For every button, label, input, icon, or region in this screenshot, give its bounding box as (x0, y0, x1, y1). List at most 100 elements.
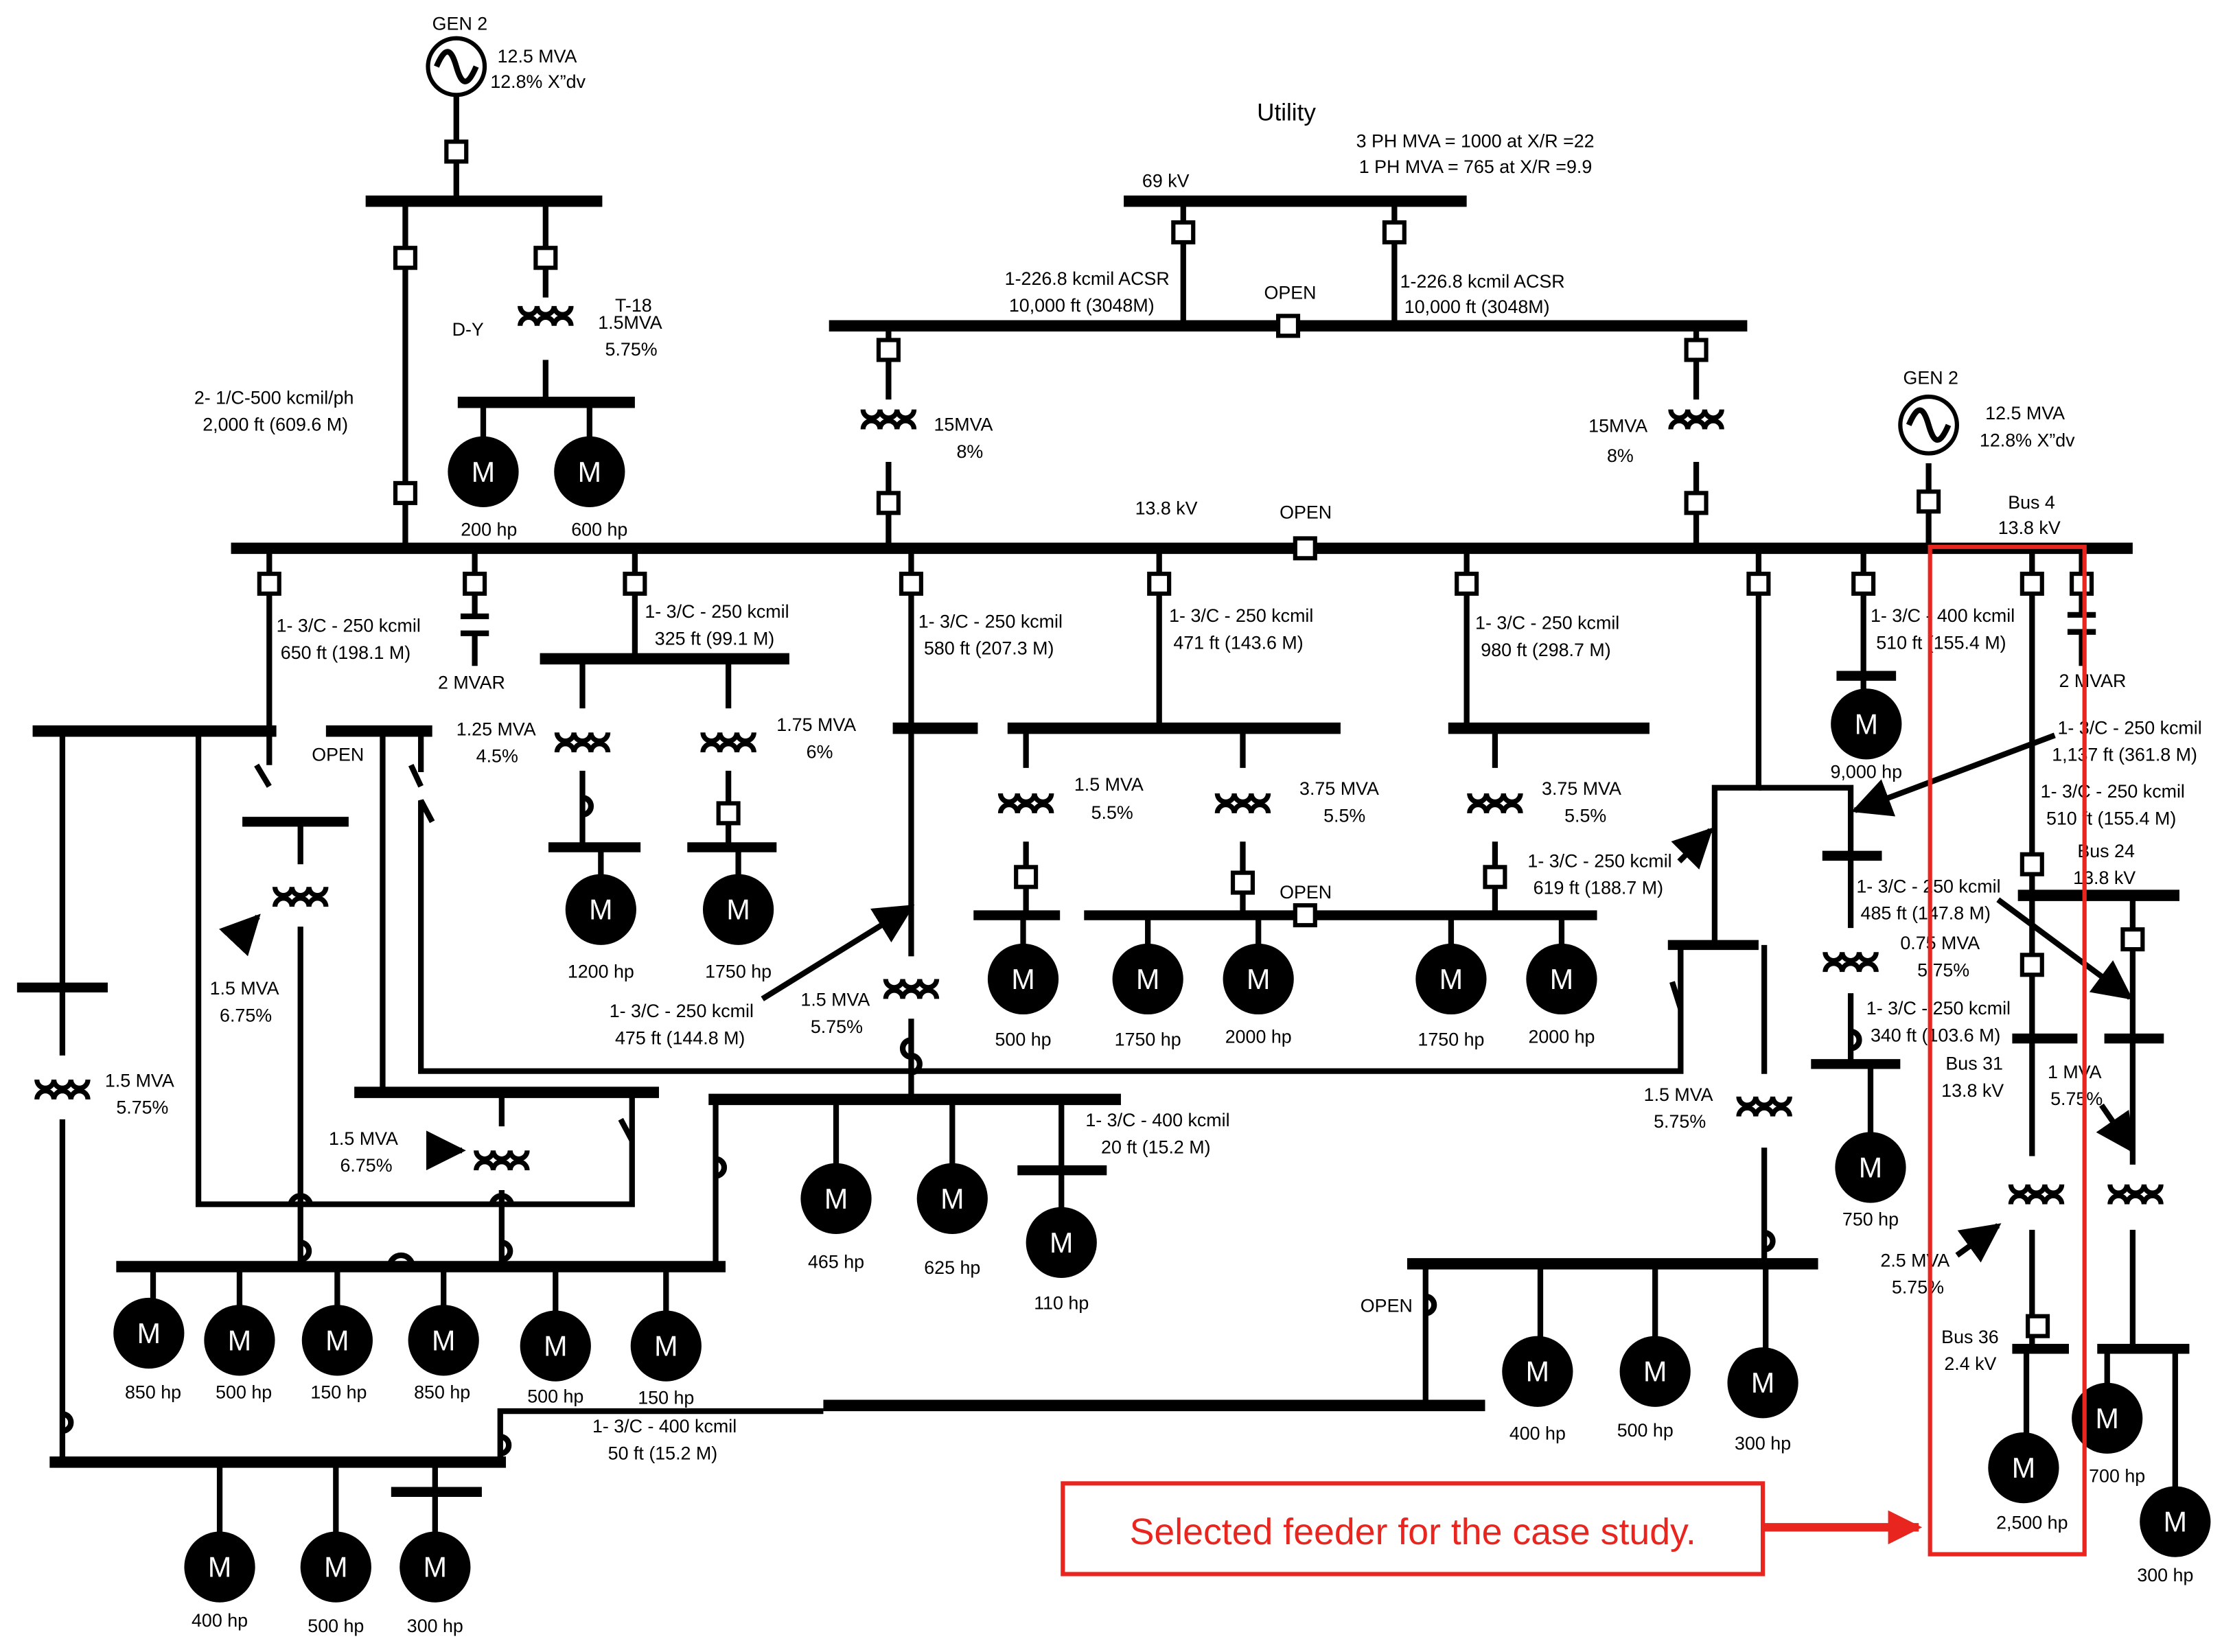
motor-symbol: M (824, 1183, 848, 1215)
transformer-icon (700, 732, 756, 753)
feeder-1-length: 650 ft (198.1 M) (281, 642, 410, 663)
breaker (533, 246, 558, 270)
motor-symbol: M (2012, 1452, 2035, 1484)
feeder-8-length: 510 ft (155.4 M) (2046, 808, 2176, 828)
motor-rating: 465 hp (808, 1252, 864, 1272)
breaker (716, 801, 741, 826)
bus24-name: Bus 24 (2077, 841, 2135, 861)
connecting-lines (59, 95, 2178, 1537)
xfmr-15e-impedance: 5.75% (116, 1097, 168, 1118)
motor-symbol: M (228, 1325, 251, 1356)
motor-symbol: M (325, 1325, 349, 1356)
motor-rating: 9,000 hp (1831, 761, 1902, 782)
transformer-icon (2008, 1184, 2065, 1205)
feeder-9-size: 1- 3/C - 250 kcmil (1527, 850, 1671, 871)
breaker (1147, 571, 1172, 596)
motor-symbol: M (1247, 964, 1270, 995)
xfmr-375b-rating: 3.75 MVA (1542, 778, 1621, 799)
labels: Utility 3 PH MVA = 1000 at X/R =22 1 PH … (105, 13, 2202, 1463)
callout-box (1061, 1481, 1766, 1577)
line-left-size: 1-226.8 kcmil ACSR (1005, 268, 1170, 289)
gen-cable-size: 2- 1/C-500 kcmil/ph (194, 387, 354, 408)
open-switches (254, 731, 1684, 1142)
switch (408, 763, 424, 788)
case-study-callout: Selected feeder for the case study. (1061, 544, 2087, 1577)
capacitor-right (2067, 612, 2096, 635)
motor-symbol: M (1011, 964, 1034, 995)
motor-symbol: M (472, 456, 495, 488)
motor-m2500: M2,500 hp (1988, 1432, 2068, 1533)
motor-m300c: M 300 hp (2137, 1486, 2211, 1585)
utility-sc-3ph: 3 PH MVA = 1000 at X/R =22 (1356, 131, 1595, 152)
motor-rating: 300 hp (2137, 1565, 2193, 1585)
motor-rating: 300 hp (407, 1616, 463, 1636)
motor-symbol: M (424, 1552, 447, 1583)
xfmr-125-rating: 1.25 MVA (456, 719, 536, 739)
motor-icon (1526, 943, 1597, 1015)
feeder-4-length: 471 ft (143.6 M) (1173, 632, 1303, 653)
motor-symbol: M (432, 1325, 455, 1356)
feeder-14-length: 50 ft (15.2 M) (608, 1443, 718, 1463)
motor-symbol: M (1439, 964, 1463, 995)
transformer-icon (1214, 793, 1271, 814)
open-label-right: OPEN (1361, 1296, 1413, 1316)
motor-rating: 150 hp (638, 1388, 694, 1408)
feeder-11-size: 1- 3/C - 250 kcmil (1866, 998, 2011, 1019)
switch (618, 1117, 635, 1142)
transformer-icon (883, 979, 940, 999)
breaker (1746, 571, 1771, 596)
switch (1669, 944, 1684, 1010)
motor-symbol: M (1643, 1356, 1667, 1388)
feeder-13-size: 1- 3/C - 400 kcmil (1085, 1110, 1229, 1130)
main-bus-voltage: 13.8 kV (1135, 498, 1198, 518)
motor-icon (1835, 1132, 1906, 1203)
motor-icon (408, 1305, 479, 1376)
transformer-icon (2107, 1184, 2164, 1205)
motor-symbol: M (578, 456, 601, 488)
breaker (2120, 927, 2145, 952)
breaker (1483, 865, 1507, 889)
transformers (34, 305, 2164, 1205)
open-label-lv: OPEN (1280, 882, 1332, 903)
motor-symbol: M (1859, 1152, 1882, 1183)
motor-symbol: M (2164, 1506, 2187, 1538)
transformer-icon (34, 1079, 91, 1100)
breaker (444, 139, 469, 164)
xfmr-15e-rating: 1.5 MVA (105, 1070, 174, 1091)
transformer-icon (474, 1150, 530, 1171)
feeder-10-length: 485 ft (147.8 M) (1861, 903, 1991, 924)
feeder-5-size: 1- 3/C - 250 kcmil (1475, 613, 1619, 633)
xfmr-125-impedance: 4.5% (476, 746, 518, 767)
feeder-7-size: 1- 3/C - 250 kcmil (2057, 717, 2201, 738)
diagram-title: Utility (1257, 99, 1316, 126)
line-right-length: 10,000 ft (3048M) (1404, 296, 1550, 317)
breaker (257, 571, 281, 596)
t18-winding: D-Y (452, 319, 484, 340)
breaker (623, 571, 647, 596)
transformer-icon (1668, 409, 1724, 430)
motor-rating: 300 hp (1735, 1433, 1791, 1454)
motor-rating: 400 hp (1509, 1423, 1566, 1443)
breaker (1917, 489, 1941, 514)
motor-rating: 1750 hp (705, 961, 772, 981)
motor-m9000: M9,000 hp (1831, 688, 1902, 782)
xfmr-15c-rating: 1.5 MVA (800, 990, 870, 1010)
motor-icon (520, 1310, 591, 1382)
feeder-4-size: 1- 3/C - 250 kcmil (1169, 605, 1313, 626)
gen-right-rating: 12.5 MVA (1985, 403, 2065, 423)
open-label-left: OPEN (312, 745, 364, 765)
xfmr-175-impedance: 6% (807, 741, 833, 762)
selected-feeder-highlight (1928, 544, 2087, 1557)
motor-symbol: M (1136, 964, 1159, 995)
motor-symbol: M (2096, 1403, 2119, 1434)
feeder-8-size: 1- 3/C - 250 kcmil (2041, 781, 2185, 802)
transformer-icon (272, 886, 329, 907)
